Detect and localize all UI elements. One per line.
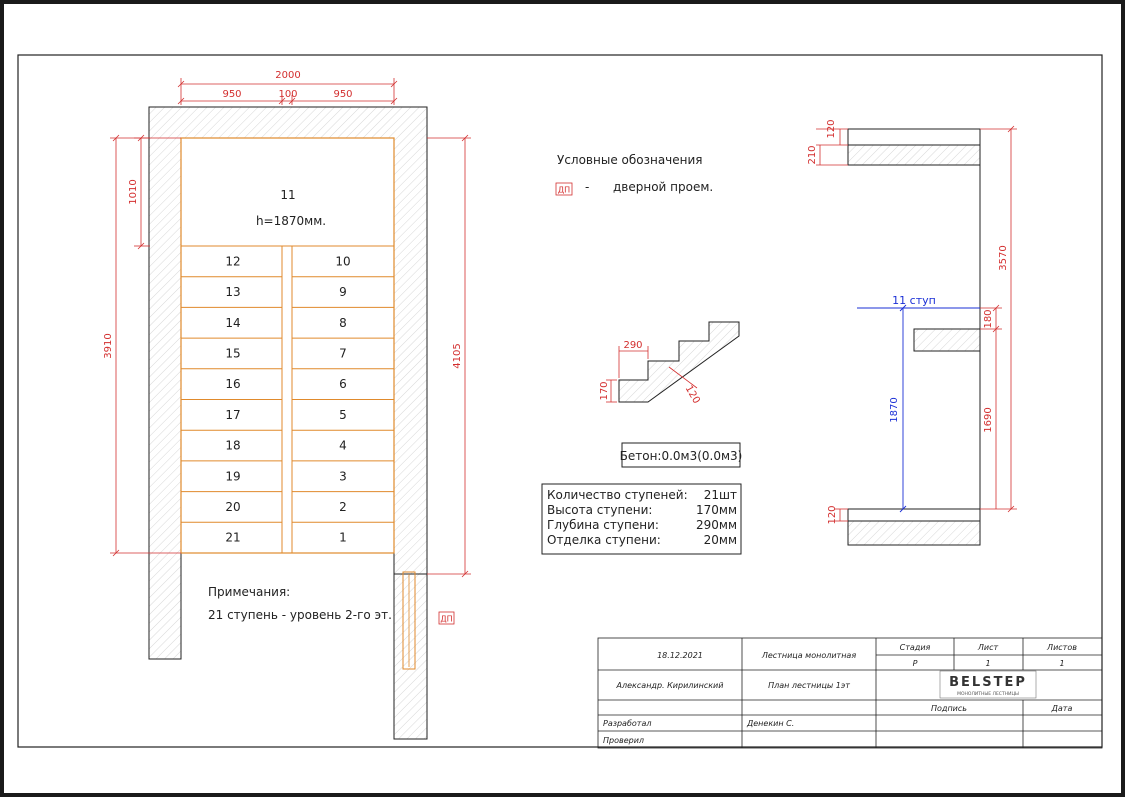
notes-title: Примечания: — [208, 585, 290, 599]
top-dimensions — [177, 78, 398, 105]
step-number: 10 — [335, 254, 350, 268]
logo-text: BELSTEP — [949, 675, 1027, 690]
dim-top-offset: 1010 — [128, 179, 139, 204]
section-dim-210: 210 — [807, 145, 818, 164]
step-number: 4 — [339, 439, 347, 453]
tb-sheet-header: Лист — [977, 643, 999, 652]
dim-left-width: 950 — [222, 89, 241, 100]
detail-thickness: 120 — [683, 384, 702, 406]
detail-riser: 170 — [599, 381, 610, 400]
spec-value: 290мм — [696, 518, 737, 532]
stair-outline — [180, 137, 395, 554]
section-dim-1690: 1690 — [983, 407, 994, 432]
step-number: 5 — [339, 408, 347, 422]
step-number: 15 — [225, 346, 240, 360]
tb-sheets-header: Листов — [1046, 643, 1077, 652]
dim-gap-width: 100 — [278, 89, 297, 100]
legend-tag: ДП — [558, 186, 570, 195]
section-dim-120-bottom: 120 — [827, 505, 838, 524]
step-number: 16 — [225, 377, 240, 391]
step-number: 3 — [339, 469, 347, 483]
legend-tag-box — [555, 182, 573, 196]
step-number: 13 — [225, 285, 240, 299]
tb-sheet: 1 — [985, 659, 990, 668]
step-detail: 290 170 120 — [599, 321, 740, 406]
belstep-logo: BELSTEP МОНОЛИТНЫЕ ЛЕСТНИЦЫ — [939, 670, 1037, 699]
left-dimensions — [110, 134, 181, 557]
title-block: 18.12.2021 Лестница монолитная Стадия Ли… — [597, 637, 1103, 749]
tb-stage: Р — [913, 659, 918, 668]
tb-name: Лестница монолитная — [761, 651, 856, 660]
concrete-box — [621, 442, 741, 468]
tb-plan-title: План лестницы 1эт — [768, 681, 850, 690]
legend: Условные обозначения ДП - дверной проем. — [555, 153, 713, 196]
step-number: 1 — [339, 531, 347, 545]
notes-line: 21 ступень - уровень 2-го эт. — [208, 608, 392, 622]
step-number: 2 — [339, 500, 347, 514]
step-number: 14 — [225, 316, 240, 330]
section-dim-1870: 1870 — [889, 397, 900, 422]
spec-value: 21шт — [704, 488, 737, 502]
tb-sheets: 1 — [1059, 659, 1064, 668]
legend-title: Условные обозначения — [557, 153, 703, 167]
legend-text: дверной проем. — [613, 180, 713, 194]
spec-value: 20мм — [704, 533, 737, 547]
step-number: 7 — [339, 346, 347, 360]
tb-sign: Подпись — [931, 704, 967, 713]
tb-customer: Александр. Кирилинский — [616, 681, 724, 690]
detail-tread: 290 — [623, 340, 642, 351]
step-number: 20 — [225, 500, 240, 514]
door-tag-box — [438, 611, 455, 625]
tb-date-header: Дата — [1051, 704, 1073, 713]
spec-label: Отделка ступени: — [547, 533, 661, 547]
tb-date: 18.12.2021 — [657, 651, 703, 660]
logo-subtitle: МОНОЛИТНЫЕ ЛЕСТНИЦЫ — [957, 691, 1019, 697]
concrete-volume: Бетон:0.0м3(0.0м3) — [620, 449, 743, 463]
spec-value: 170мм — [696, 503, 737, 517]
step-number: 19 — [225, 469, 240, 483]
section-dim-120-top: 120 — [826, 119, 837, 138]
door-wall — [393, 573, 428, 740]
sheet-frame — [17, 54, 1103, 748]
door-tag: ДП — [440, 615, 452, 624]
legend-dash: - — [585, 180, 589, 194]
step-number: 18 — [225, 439, 240, 453]
dim-left-height: 3910 — [103, 333, 114, 358]
step-number: 21 — [225, 531, 240, 545]
step-profile — [618, 321, 740, 403]
tb-developed: Разработал — [603, 719, 651, 728]
spec-label: Глубина ступени: — [547, 518, 659, 532]
tb-checked: Проверил — [603, 736, 644, 745]
section-dim-180: 180 — [983, 309, 994, 328]
step-number: 17 — [225, 408, 240, 422]
step-number: 12 — [225, 254, 240, 268]
right-dimensions — [427, 134, 471, 578]
specs-box — [541, 483, 742, 555]
spec-label: Высота ступени: — [547, 503, 652, 517]
spec-label: Количество ступеней: — [547, 488, 688, 502]
section-view: 120 210 3570 180 1690 120 11 ступ 1870 — [807, 119, 1017, 546]
step-number: 6 — [339, 377, 347, 391]
tb-developer: Денекин С. — [746, 719, 794, 728]
dim-total-width: 2000 — [275, 70, 300, 81]
tb-stage-header: Стадия — [900, 643, 931, 652]
landing-step-number: 11 — [280, 188, 295, 202]
step-number: 8 — [339, 316, 347, 330]
landing-height: h=1870мм. — [256, 214, 326, 228]
dim-right-width: 950 — [333, 89, 352, 100]
dim-right-height: 4105 — [452, 343, 463, 368]
section-step-label: 11 ступ — [892, 294, 936, 307]
step-number: 9 — [339, 285, 347, 299]
section-dim-3570: 3570 — [998, 245, 1009, 270]
door-opening — [402, 571, 416, 670]
